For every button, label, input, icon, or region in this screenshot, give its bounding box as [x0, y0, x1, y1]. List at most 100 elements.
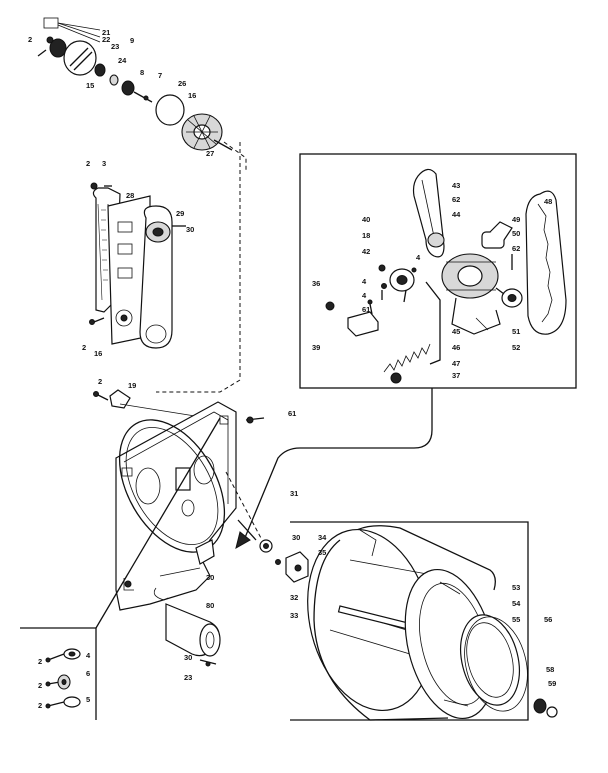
callout-40: 40	[362, 215, 370, 224]
callout-8: 8	[140, 68, 144, 77]
callout-15: 15	[86, 81, 94, 90]
front-panel-group	[37, 17, 247, 170]
callout-2: 2	[28, 35, 32, 44]
callout-21: 21	[102, 28, 110, 37]
top-group-callouts: 2 21 22 23 9 24 8 7 15 26 16 27	[28, 28, 214, 158]
callout-56: 56	[544, 615, 552, 624]
callout-49: 49	[512, 215, 520, 224]
callout-44: 44	[452, 210, 461, 219]
tension-spring	[383, 343, 431, 373]
callout-9: 9	[130, 36, 134, 45]
callout-58: 58	[546, 665, 554, 674]
small-parts-callouts: 2 4 2 6 2 5	[38, 651, 91, 710]
motor-inset-panel	[299, 153, 577, 389]
callout-51: 51	[512, 327, 520, 336]
callout-3: 3	[102, 159, 106, 168]
callout-48: 48	[544, 197, 552, 206]
bearing-part	[94, 63, 106, 77]
bulkhead-panel	[115, 401, 237, 611]
callout-46: 46	[452, 343, 460, 352]
screw-part	[46, 36, 54, 44]
callout-30: 30	[206, 573, 214, 582]
callout-80: 80	[206, 601, 214, 610]
callout-23: 23	[111, 42, 119, 51]
callout-6: 6	[86, 669, 90, 678]
drum-callouts: 30 34 35 32 33 53 54 55 56 58 59	[290, 533, 556, 688]
drum-belt	[525, 190, 567, 335]
grommet-part	[109, 389, 131, 409]
callout-54: 54	[512, 599, 521, 608]
callout-30: 30	[292, 533, 300, 542]
callout-42: 42	[362, 247, 370, 256]
callout-16: 16	[188, 91, 196, 100]
spring-clip	[390, 372, 402, 384]
callout-2: 2	[38, 657, 42, 666]
callout-45: 45	[452, 327, 460, 336]
callout-53: 53	[512, 583, 520, 592]
callout-29: 29	[176, 209, 184, 218]
vent-group-callouts: 2 3 28 29 30 2 16	[82, 159, 194, 358]
blower-housing-group	[89, 142, 241, 393]
drum-group	[259, 521, 558, 721]
callout-33: 33	[290, 611, 298, 620]
inset-callouts: 43 62 44 40 18 42 4 4 36 4 61 39 48 49 5…	[312, 181, 552, 380]
callout-16: 16	[94, 349, 102, 358]
callout-62: 62	[452, 195, 460, 204]
callout-30: 30	[184, 653, 192, 662]
callout-32: 32	[290, 593, 298, 602]
rear-bulkhead-group	[93, 389, 265, 667]
callout-37: 37	[452, 371, 460, 380]
inset-leader-line	[243, 388, 433, 541]
callout-26: 26	[178, 79, 186, 88]
idler-bearing	[427, 232, 445, 248]
small-parts-border	[20, 627, 97, 720]
gear-part	[49, 38, 67, 58]
blower-plate	[155, 94, 185, 126]
knob-part	[63, 696, 81, 708]
callout-2: 2	[86, 159, 90, 168]
callout-27: 27	[206, 149, 214, 158]
screw-part	[90, 182, 98, 190]
callout-61: 61	[288, 409, 296, 418]
switch-block	[347, 311, 379, 337]
motor-bracket	[451, 297, 501, 335]
callout-4: 4	[416, 253, 421, 262]
callout-50: 50	[512, 229, 520, 238]
callout-31: 31	[290, 489, 298, 498]
callout-18: 18	[362, 231, 370, 240]
callout-35: 35	[318, 548, 326, 557]
callout-24: 24	[118, 56, 127, 65]
callout-61: 61	[362, 305, 370, 314]
callout-2: 2	[98, 377, 102, 386]
leader-arrow	[235, 531, 251, 550]
drum-bracket	[290, 521, 529, 721]
callout-39: 39	[312, 343, 320, 352]
drum-glide	[533, 698, 547, 714]
callout-28: 28	[126, 191, 134, 200]
callout-22: 22	[102, 35, 110, 44]
idler-arm	[425, 281, 441, 365]
top-bracket	[43, 17, 59, 29]
callout-43: 43	[452, 181, 460, 190]
callout-2: 2	[38, 701, 42, 710]
callout-19: 19	[128, 381, 136, 390]
callout-52: 52	[512, 343, 520, 352]
callout-4: 4	[362, 277, 367, 286]
callout-7: 7	[158, 71, 162, 80]
small-parts-group	[20, 627, 97, 720]
blower-housing	[139, 205, 173, 349]
callout-4: 4	[86, 651, 91, 660]
washer-part	[109, 74, 119, 86]
thermostat-part	[195, 539, 215, 565]
callout-59: 59	[548, 679, 556, 688]
callout-34: 34	[318, 533, 327, 542]
bulkhead-callouts: 2 19 61 31 30 80 30 23	[98, 377, 298, 682]
callout-23: 23	[184, 673, 192, 682]
callout-36: 36	[312, 279, 320, 288]
callout-30: 30	[186, 225, 194, 234]
nut-part	[121, 80, 135, 96]
callout-55: 55	[512, 615, 520, 624]
callout-62: 62	[512, 244, 520, 253]
callout-5: 5	[86, 695, 90, 704]
